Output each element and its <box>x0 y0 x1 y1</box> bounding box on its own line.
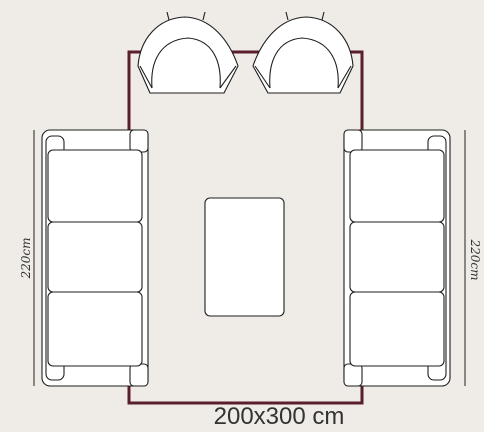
rug-size-label: 200x300 cm <box>213 403 345 430</box>
right-sofa-cushion <box>349 291 445 367</box>
right-armchair <box>252 11 354 94</box>
coffee-table <box>204 197 285 317</box>
right-dimension-label: 220cm <box>468 239 482 281</box>
right-sofa-cushion <box>349 221 445 293</box>
left-sofa-cushion <box>47 221 143 293</box>
right-sofa-cushion <box>349 149 445 223</box>
left-sofa-cushion <box>47 291 143 367</box>
left-sofa-cushion <box>47 149 143 223</box>
left-sofa <box>41 129 149 387</box>
left-dimension-label: 220cm <box>19 237 33 279</box>
right-sofa <box>343 129 451 387</box>
left-armchair <box>137 11 239 94</box>
